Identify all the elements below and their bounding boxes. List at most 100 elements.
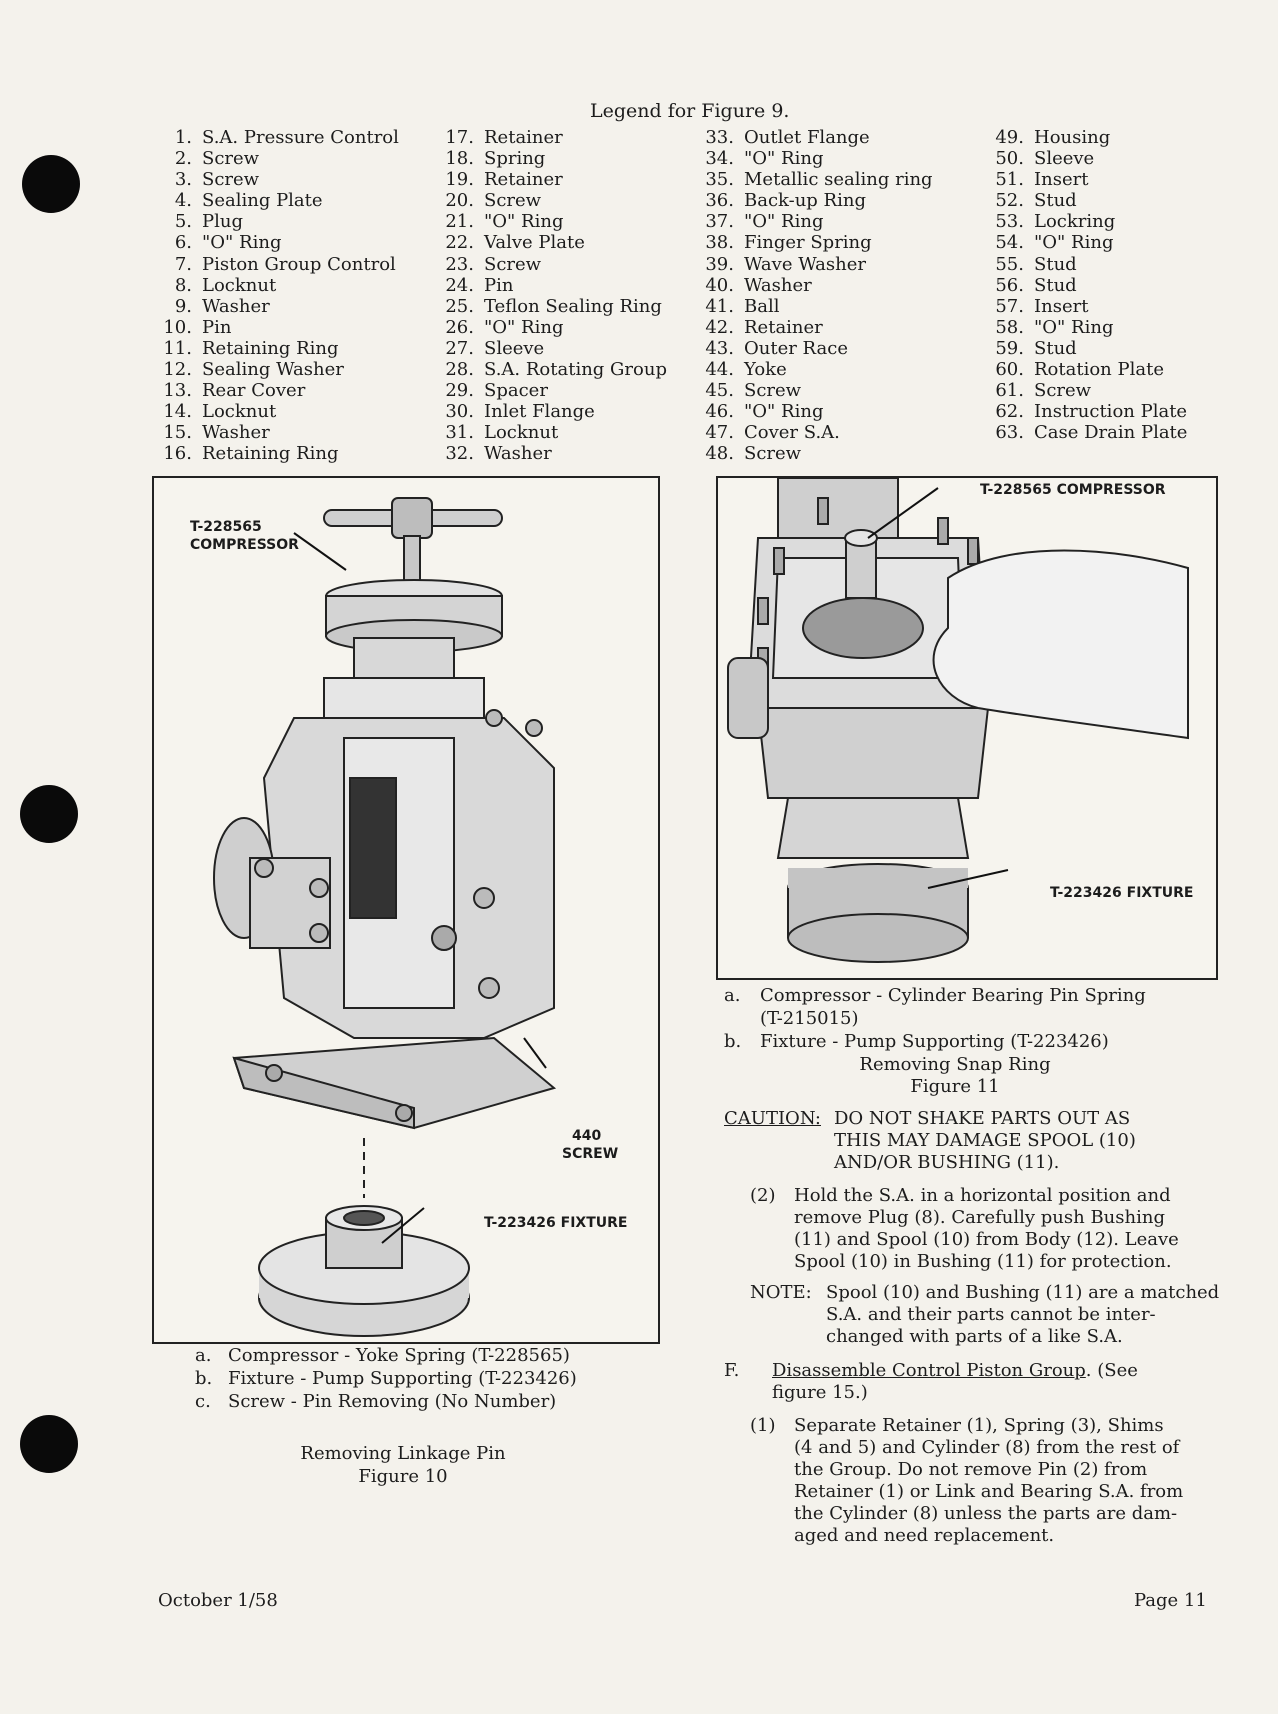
legend-item-number: 41. xyxy=(705,295,734,317)
legend-item-number: 61. xyxy=(995,380,1024,402)
legend-item: 52.Stud xyxy=(990,190,1187,211)
legend-item-number: 21. xyxy=(445,211,474,233)
caution-label: CAUTION: xyxy=(724,1108,821,1129)
legend-item: 21. "O" Ring xyxy=(440,211,667,232)
legend-item: 47.Cover S.A. xyxy=(700,422,933,443)
legend-item-number: 38. xyxy=(705,232,734,254)
legend-item-label: Retaining Ring xyxy=(202,443,339,465)
legend-item: 5. Plug xyxy=(158,211,399,232)
legend-item-number: 10. xyxy=(163,316,192,338)
legend-item-number: 32. xyxy=(445,443,474,465)
legend-item-label: Retaining Ring xyxy=(202,337,339,359)
legend-item-number: 31. xyxy=(445,422,474,444)
legend-item-label: Cover S.A. xyxy=(744,422,840,444)
legend-item: 39.Wave Washer xyxy=(700,254,933,275)
legend-item-label: Retainer xyxy=(484,169,563,191)
step-1-line-2: (4 and 5) and Cylinder (8) from the rest… xyxy=(794,1437,1180,1458)
legend-item: 62.Instruction Plate xyxy=(990,401,1187,422)
section-f-title-line: Disassemble Control Piston Group. (See xyxy=(772,1360,1138,1382)
legend-item: 34."O" Ring xyxy=(700,148,933,169)
legend-item-number: 53. xyxy=(995,211,1024,233)
legend-item-number: 59. xyxy=(995,337,1024,359)
legend-item-number: 44. xyxy=(705,359,734,381)
section-f-title: Disassemble Control Piston Group xyxy=(772,1360,1086,1381)
legend-item: 25.Teflon Sealing Ring xyxy=(440,296,667,317)
legend-item-label: Screw xyxy=(202,148,260,170)
caution-line-1: DO NOT SHAKE PARTS OUT AS xyxy=(834,1108,1131,1129)
fig10-callout-compressor-label: COMPRESSOR xyxy=(190,537,299,553)
legend-title: Legend for Figure 9. xyxy=(590,100,790,122)
legend-item-label: Case Drain Plate xyxy=(1034,422,1188,444)
fig10-caption-text: Screw - Pin Removing (No Number) xyxy=(228,1391,557,1412)
legend-item-label: Valve Plate xyxy=(484,232,585,254)
fig10-caption-text: Fixture - Pump Supporting (T-223426) xyxy=(228,1368,577,1389)
fig10-callout-fixture: T-223426 FIXTURE xyxy=(484,1215,628,1231)
footer-date: October 1/58 xyxy=(158,1590,278,1611)
legend-item-number: 55. xyxy=(995,253,1024,275)
footer-page-number: Page 11 xyxy=(1134,1590,1207,1611)
legend-item: 10. Pin xyxy=(158,317,399,338)
legend-item: 27.Sleeve xyxy=(440,338,667,359)
legend-item-number: 45. xyxy=(705,380,734,402)
legend-item: 37."O" Ring xyxy=(700,211,933,232)
legend-item-number: 49. xyxy=(995,127,1024,148)
fig11-title: Removing Snap Ring xyxy=(859,1054,1051,1075)
legend-item: 7.Piston Group Control xyxy=(158,254,399,275)
legend-item-label: Stud xyxy=(1034,274,1077,296)
section-f-see-line-2: figure 15.) xyxy=(772,1382,868,1403)
legend-item-label: Washer xyxy=(202,422,270,444)
legend-item-label: Instruction Plate xyxy=(1034,401,1188,423)
figure-10-drawing xyxy=(213,497,557,1337)
legend-item: 40.Washer xyxy=(700,275,933,296)
legend-item: 30.Inlet Flange xyxy=(440,401,667,422)
legend-item-number: 35. xyxy=(705,169,734,191)
section-f-see: . (See xyxy=(1085,1360,1138,1381)
legend-item-label: Screw xyxy=(484,190,542,212)
legend-item-label: "O" Ring xyxy=(484,211,564,233)
legend-item: 36.Back-up Ring xyxy=(700,190,933,211)
legend-item-label: Ball xyxy=(744,295,780,317)
legend-item: 14.Locknut xyxy=(158,401,399,422)
legend-item: 20. Screw xyxy=(440,190,667,211)
legend-item-label: "O" Ring xyxy=(484,316,564,338)
legend-item-number: 8. xyxy=(174,274,192,296)
fig10-caption-text: Compressor - Yoke Spring (T-228565) xyxy=(228,1345,570,1366)
legend-item: 19.Retainer xyxy=(440,169,667,190)
legend-item-label: Rear Cover xyxy=(202,380,306,402)
step-2-label: (2) xyxy=(750,1185,776,1206)
legend-item-number: 20. xyxy=(445,190,474,212)
legend-item-number: 30. xyxy=(445,401,474,423)
legend-item-number: 5. xyxy=(174,211,192,233)
legend-item-number: 25. xyxy=(445,295,474,317)
legend-item-label: Stud xyxy=(1034,253,1077,275)
legend-item-number: 23. xyxy=(445,253,474,275)
legend-item-label: Stud xyxy=(1034,190,1077,212)
legend-item: 55. Stud xyxy=(990,254,1187,275)
legend-item: 50.Sleeve xyxy=(990,148,1187,169)
legend-item-number: 6. xyxy=(174,232,192,254)
legend-item-number: 51. xyxy=(995,169,1024,191)
legend-item-number: 14. xyxy=(163,401,192,423)
legend-item-number: 18. xyxy=(445,148,474,170)
legend-item: 41. Ball xyxy=(700,296,933,317)
fig10-callout-screw-label: SCREW xyxy=(562,1146,619,1162)
legend-item: 16.Retaining Ring xyxy=(158,443,399,464)
binder-hole-bottom xyxy=(20,1415,78,1473)
binder-hole-middle xyxy=(20,785,78,843)
fig10-caption-label: b. xyxy=(195,1368,213,1389)
legend-item: 60.Rotation Plate xyxy=(990,359,1187,380)
legend-item-label: Pin xyxy=(202,316,232,338)
legend-item-label: "O" Ring xyxy=(744,148,824,170)
section-f-label: F. xyxy=(724,1360,740,1381)
legend-item-label: "O" Ring xyxy=(744,401,824,423)
legend-item-label: Plug xyxy=(202,211,243,233)
legend-item: 51.Insert xyxy=(990,169,1187,190)
legend-item-label: S.A. Rotating Group xyxy=(484,359,667,381)
legend-item: 9.Washer xyxy=(158,296,399,317)
fig11-caption-a-line2: (T-215015) xyxy=(760,1008,859,1029)
legend-item-label: "O" Ring xyxy=(1034,232,1114,254)
legend-item: 38.Finger Spring xyxy=(700,232,933,253)
legend-item-label: Washer xyxy=(202,295,270,317)
legend-item-number: 2. xyxy=(174,148,192,170)
